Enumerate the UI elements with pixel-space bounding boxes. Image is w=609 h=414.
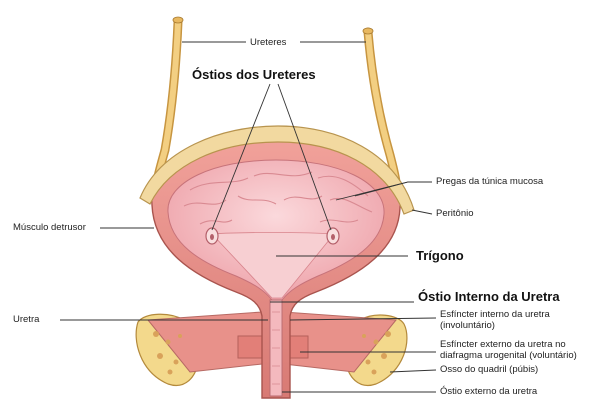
label-esfincter-externo-1: Esfíncter externo da uretra no: [440, 339, 566, 350]
leader-lines: [60, 41, 437, 393]
label-esfincter-interno-2: (involuntário): [440, 320, 495, 331]
label-trigono: Trígono: [416, 248, 464, 263]
label-ureteres: Ureteres: [250, 37, 287, 48]
bladder-mucosa: [167, 159, 385, 301]
label-ostios-ureteres: Óstios dos Ureteres: [192, 67, 316, 82]
label-esfincter-interno-1: Esfíncter interno da uretra: [440, 309, 550, 320]
label-musculo-detrusor: Músculo detrusor: [13, 222, 86, 233]
pubic-bone-left: [135, 311, 263, 386]
label-ostio-externo-uretra: Óstio externo da uretra: [440, 386, 538, 397]
label-ostio-interno-uretra: Óstio Interno da Uretra: [418, 289, 560, 304]
label-pregas-tunica-mucosa: Pregas da túnica mucosa: [436, 176, 544, 187]
label-osso-quadril: Osso do quadril (púbis): [440, 364, 539, 375]
label-esfincter-externo-2: diafragma urogenital (voluntário): [440, 350, 577, 361]
label-peritonio: Peritônio: [436, 208, 474, 219]
label-uretra: Uretra: [13, 314, 40, 325]
pubic-bone-right: [283, 311, 408, 386]
trigone-area: [211, 232, 335, 299]
